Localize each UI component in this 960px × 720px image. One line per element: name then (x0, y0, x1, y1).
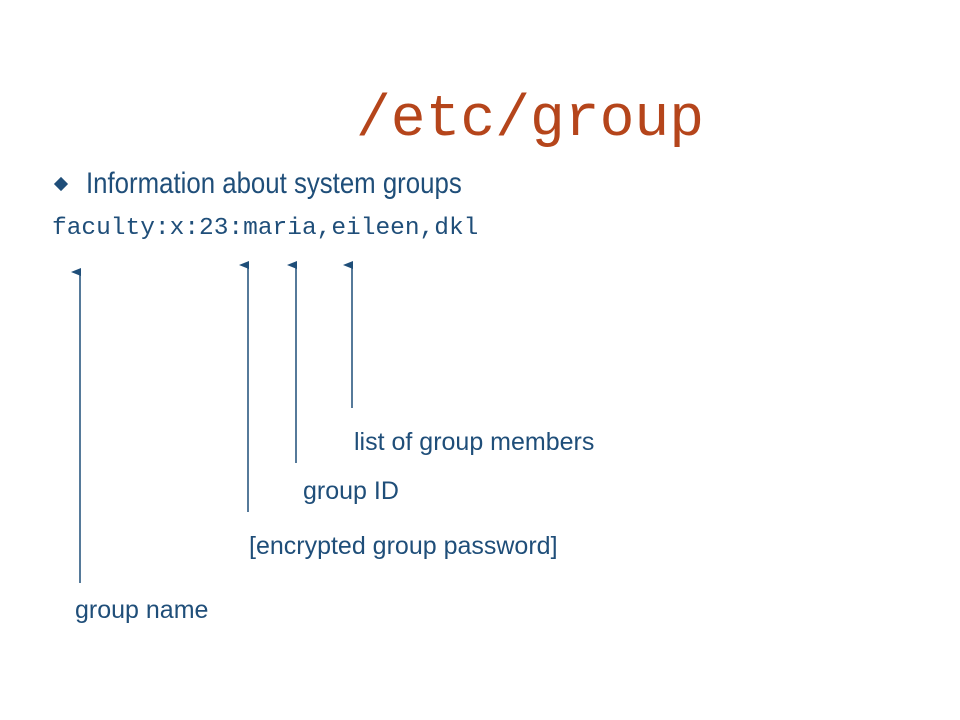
label-group-password: [encrypted group password] (249, 532, 558, 560)
label-group-id: group ID (303, 477, 399, 505)
bullet-text: Information about system groups (86, 167, 462, 200)
group-record-line: faculty:x:23:maria,eileen,dkl (52, 215, 479, 242)
bullet-item: Information about system groups (53, 164, 523, 204)
label-group-name: group name (75, 596, 209, 624)
slide-title: /etc/group (355, 88, 705, 153)
label-group-members: list of group members (354, 428, 595, 456)
